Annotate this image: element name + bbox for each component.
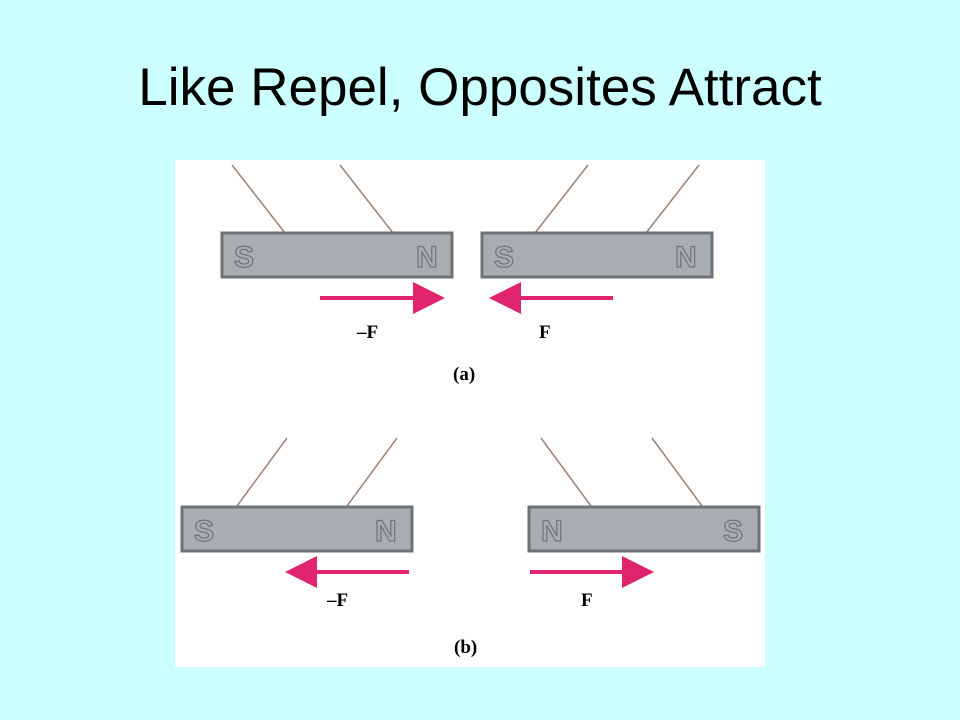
panel-b-left-magnet-right-pole: N [375,515,397,548]
panel-a-right-magnet-left-pole: S [494,241,514,274]
panel-a-right-force-label: F [539,322,551,343]
panel-a-right-string-1 [534,164,589,234]
panel-b-right-magnet-right-pole: S [723,515,743,548]
panel-a-right-magnet-right-pole: N [675,241,697,274]
panel-b-right-force-label: F [581,590,593,611]
panel-a-left-string-1 [231,164,286,234]
panel-a-left-string-2 [339,164,394,234]
panel-b-right-string-1 [540,437,592,507]
panel-b-left-string-1 [236,437,288,507]
slide-title: Like Repel, Opposites Attract [138,58,822,117]
magnet-diagram: S N S N –F F (a) [175,160,765,667]
panel-b-label: (b) [454,637,477,658]
panel-b-left-string-2 [346,437,398,507]
panel-b-right-magnet: N S [527,505,761,553]
panel-a-right-magnet: S N [480,231,714,279]
panel-b-right-magnet-left-pole: N [541,515,563,548]
panel-a-right-string-2 [645,164,700,234]
panel-b: S N N S –F F (b) [180,437,761,658]
panel-a-left-force-label: –F [356,322,378,343]
panel-b-left-magnet-left-pole: S [194,515,214,548]
panel-a: S N S N –F F (a) [220,164,714,385]
panel-a-left-magnet-right-pole: N [416,241,438,274]
panel-b-left-magnet: S N [180,505,414,553]
magnet-diagram-svg: S N S N –F F (a) [180,164,761,658]
panel-a-left-magnet: S N [220,231,454,279]
panel-a-left-magnet-left-pole: S [234,241,254,274]
panel-b-right-string-2 [651,437,703,507]
panel-b-left-force-label: –F [326,590,348,611]
panel-a-label: (a) [453,364,475,385]
